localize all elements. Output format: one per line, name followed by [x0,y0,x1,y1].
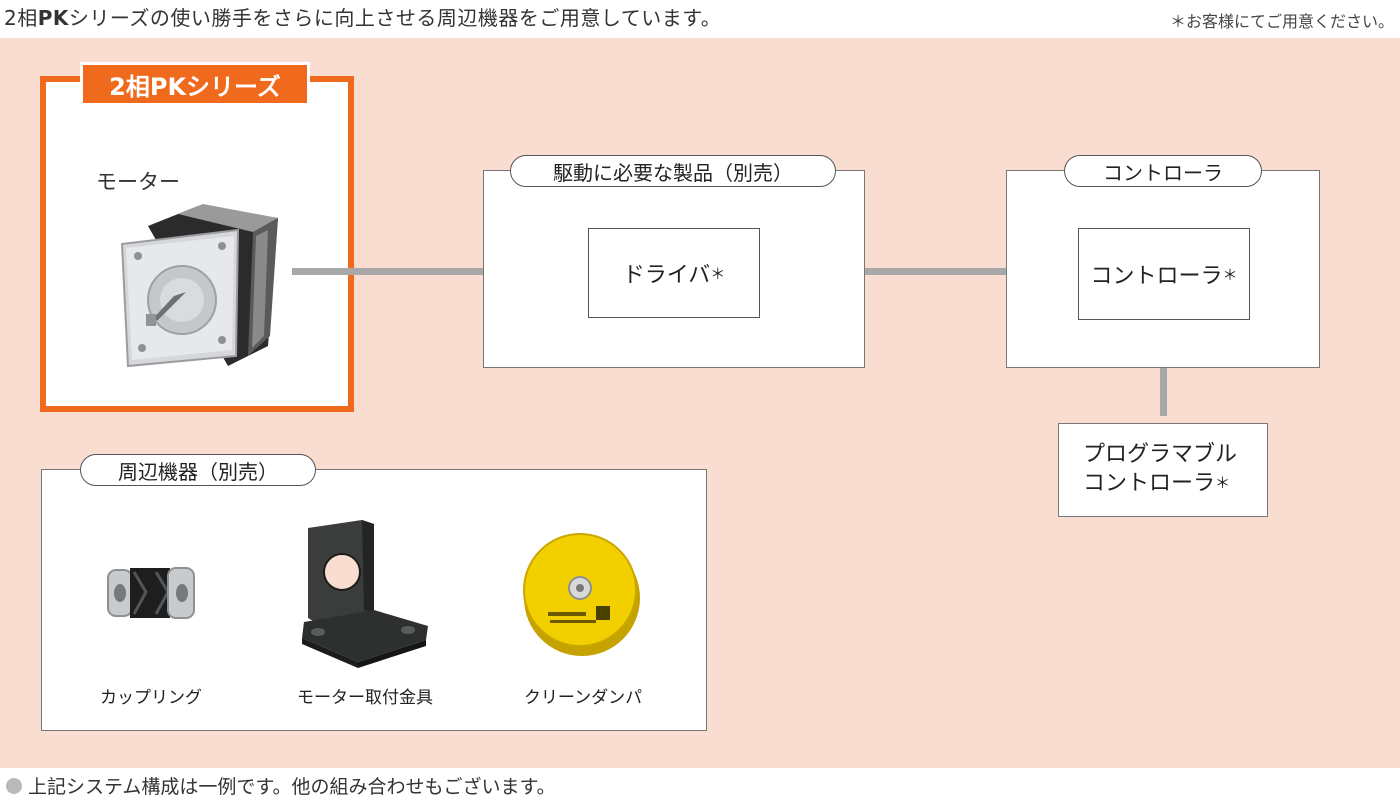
accessory-label-clean-damper: クリーンダンパ [523,688,643,708]
intro-bold: PK [37,6,69,30]
mounting-bracket-image [302,520,428,668]
programmable-asterisk: ＊ [1215,474,1231,492]
driver-asterisk: ＊ [710,264,726,283]
motor-label: モーター [96,170,180,194]
driver-group-title: 駆動に必要な製品（別売） [510,155,836,187]
controller-group-title: コントローラ [1064,155,1262,187]
intro-rest: シリーズの使い勝手をさらに向上させる周辺機器をご用意しています。 [68,6,722,30]
customer-note: ＊お客様にてご用意ください。 [1169,12,1394,31]
accessory-label-coupling: カップリング [100,688,202,708]
footer-text: 上記システム構成は一例です。他の組み合わせもございます。 [28,776,556,798]
controller-asterisk: ＊ [1222,265,1238,284]
programmable-controller-box: プログラマブル コントローラ＊ [1058,423,1268,517]
controller-label: コントローラ [1090,264,1223,289]
clean-damper-image [523,533,640,656]
coupling-image [107,567,195,619]
intro-text: 2相PKシリーズの使い勝手をさらに向上させる周辺機器をご用意しています。 [4,2,721,31]
accessory-label-mounting-bracket: モーター取付金具 [297,688,433,708]
driver-controller-connector [770,268,1064,275]
motor-driver-connector [292,268,578,275]
programmable-line1: プログラマブル [1083,442,1238,467]
stepper-motor-image [120,204,278,368]
footer-note: 上記システム構成は一例です。他の組み合わせもございます。 [6,772,556,799]
controller-programmable-connector [1160,322,1167,416]
series-tab: 2相PKシリーズ [80,62,310,106]
intro-prefix: 2相 [4,6,38,30]
controller-box: コントローラ＊ [1078,228,1250,320]
driver-box: ドライバ＊ [588,228,760,318]
programmable-line2: コントローラ [1083,471,1216,496]
driver-label: ドライバ [622,263,711,288]
bullet-icon [6,777,22,794]
accessories-group-title: 周辺機器（別売） [80,454,316,486]
